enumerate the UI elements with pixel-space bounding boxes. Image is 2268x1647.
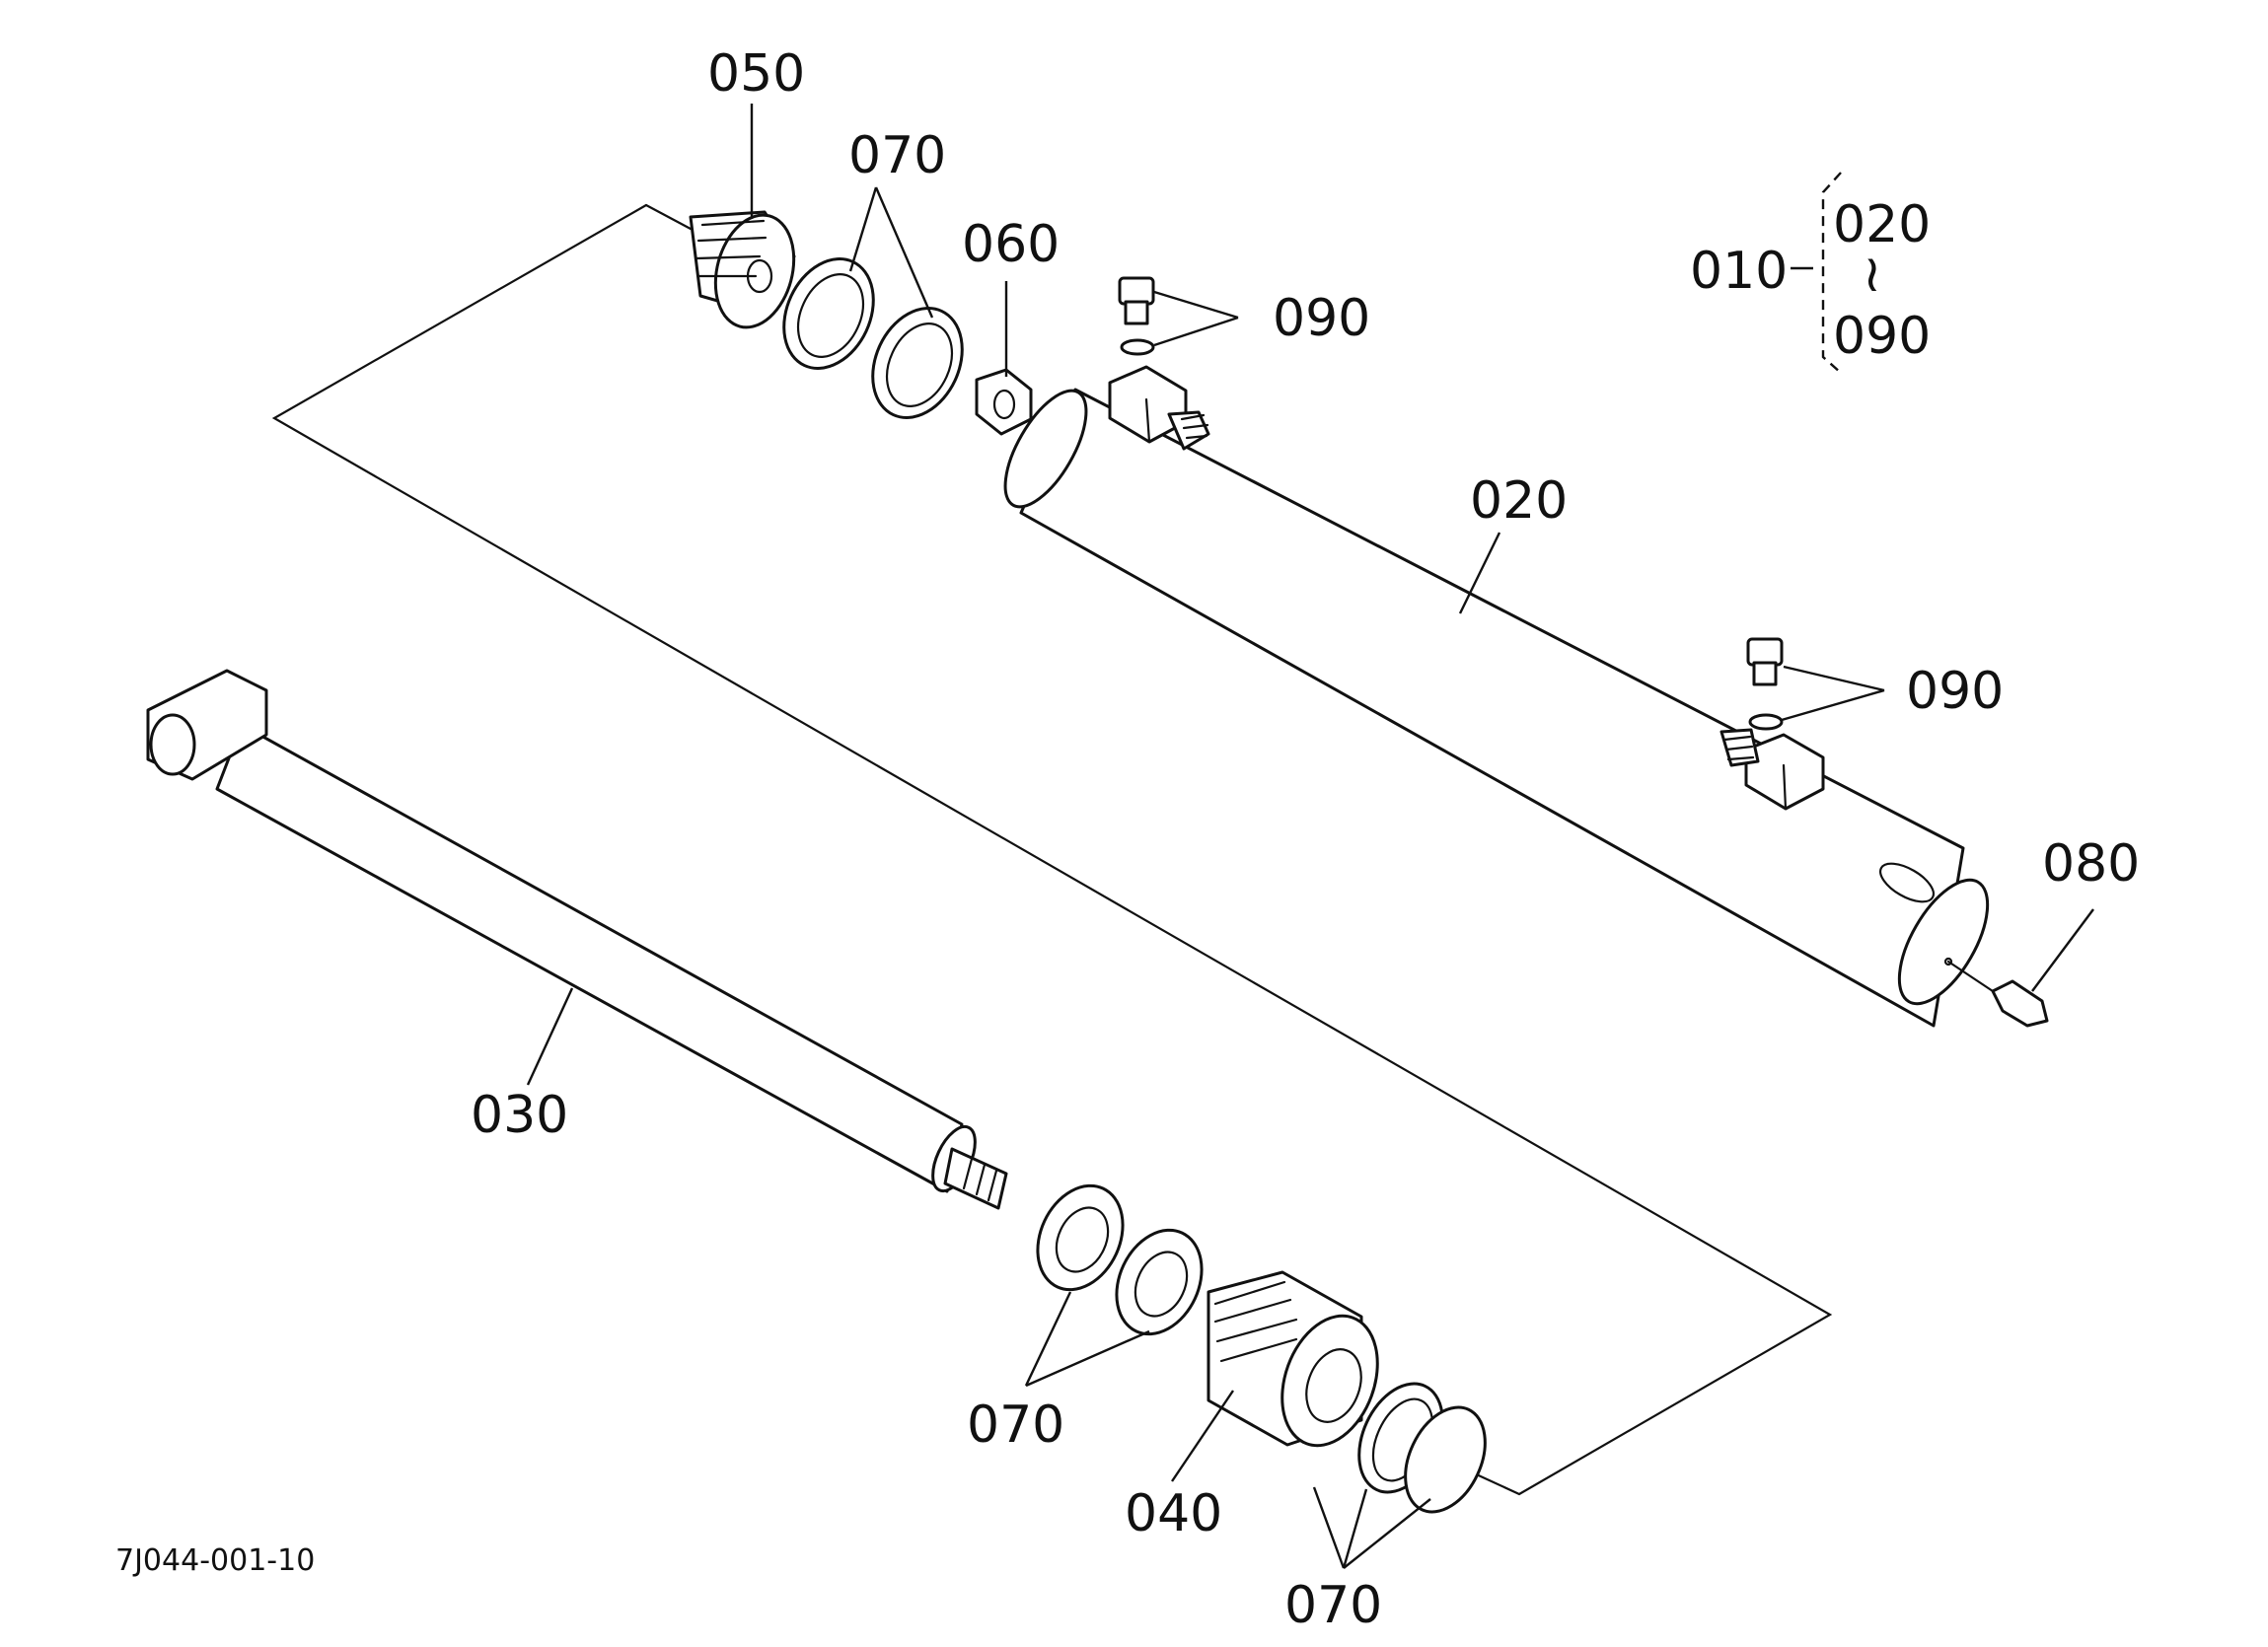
- seal-ring-070-top-b: [871, 307, 964, 419]
- bolt-090-top: [1118, 276, 1155, 356]
- label-030: 030: [471, 1086, 568, 1145]
- gland-050: [689, 210, 796, 329]
- assembly-bracket-010: [1791, 172, 1842, 374]
- seal-ring-070-mid-a: [1036, 1183, 1125, 1292]
- nut-060: [975, 368, 1033, 436]
- label-080: 080: [2042, 834, 2140, 894]
- label-090-brace: 090: [1833, 307, 1931, 366]
- label-050: 050: [707, 44, 805, 104]
- seal-ring-070-mid-b: [1115, 1228, 1204, 1336]
- label-020-brace: 020: [1833, 195, 1931, 254]
- label-070-top: 070: [848, 126, 946, 185]
- port-block-right: [1719, 728, 1825, 811]
- cylinder-tube-020: [1003, 388, 1990, 1028]
- assembly-frame-upper: [271, 203, 1833, 1496]
- piston-rod-030: [146, 669, 1008, 1210]
- seal-ring-070-bottom-b: [1404, 1405, 1487, 1514]
- label-brace-tilde: ≀: [1863, 245, 1882, 304]
- label-040: 040: [1125, 1484, 1222, 1543]
- port-block-left: [1108, 365, 1210, 451]
- grease-nipple-080: [1946, 960, 2049, 1028]
- leader-lines: [526, 104, 2094, 1569]
- label-010: 010: [1690, 242, 1788, 301]
- label-090-top: 090: [1273, 289, 1370, 348]
- bolt-090-right: [1746, 637, 1784, 731]
- label-090-right: 090: [1906, 662, 2004, 721]
- label-020: 020: [1470, 471, 1568, 531]
- assembly-frame-top-edge: [644, 203, 693, 231]
- piston-040: [1207, 1270, 1379, 1448]
- label-070-bottom: 070: [1284, 1576, 1382, 1635]
- label-060: 060: [962, 215, 1060, 274]
- drawing-code: 7J044-001-10: [115, 1543, 315, 1578]
- label-070-mid: 070: [967, 1396, 1064, 1455]
- seal-ring-070-top-a: [782, 257, 875, 370]
